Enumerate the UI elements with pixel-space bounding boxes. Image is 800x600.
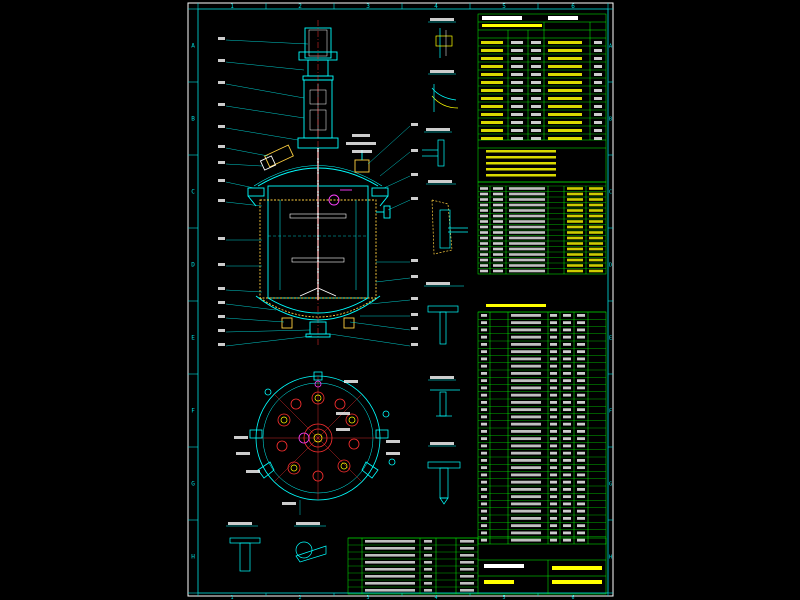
nozzle-table-rows bbox=[478, 185, 606, 273]
column-marker: 5 bbox=[502, 595, 505, 600]
row-marker: C bbox=[609, 190, 612, 196]
column-marker: 4 bbox=[434, 3, 438, 10]
column-marker: 6 bbox=[571, 3, 575, 10]
row-marker: D bbox=[191, 262, 195, 269]
column-marker: 5 bbox=[502, 3, 506, 10]
row-grid-ticks bbox=[188, 8, 613, 594]
row-marker: G bbox=[191, 481, 195, 488]
outer-border bbox=[187, 2, 614, 597]
column-marker: 1 bbox=[230, 3, 234, 10]
column-marker: 3 bbox=[366, 3, 370, 10]
column-marker: 1 bbox=[230, 595, 233, 600]
vessel-plan-view-icon bbox=[249, 371, 396, 515]
column-marker: 3 bbox=[366, 595, 369, 600]
row-marker: F bbox=[191, 408, 195, 415]
column-marker: 4 bbox=[434, 595, 437, 600]
row-marker: G bbox=[609, 482, 612, 488]
row-marker: C bbox=[191, 189, 195, 196]
flange-detail-icon bbox=[229, 28, 468, 572]
parts-list-rows bbox=[478, 304, 606, 542]
row-marker: E bbox=[191, 335, 195, 342]
row-marker: B bbox=[191, 116, 195, 123]
detail-labels bbox=[226, 21, 464, 527]
column-marker: 2 bbox=[298, 595, 301, 600]
leader-lines-left bbox=[225, 39, 313, 347]
leader-lines-right bbox=[329, 125, 411, 347]
row-marker: A bbox=[191, 43, 195, 50]
column-grid-ticks bbox=[197, 3, 609, 596]
row-marker: F bbox=[609, 409, 612, 415]
spec-table-rows bbox=[478, 16, 606, 177]
reactor-section-icon bbox=[247, 20, 391, 345]
row-marker: A bbox=[609, 44, 612, 50]
row-marker: H bbox=[609, 555, 612, 561]
title-block-rows bbox=[348, 537, 602, 592]
row-marker: H bbox=[191, 554, 195, 561]
row-marker: D bbox=[609, 263, 612, 269]
row-marker: B bbox=[609, 117, 612, 123]
column-marker: 6 bbox=[571, 595, 574, 600]
column-marker: 2 bbox=[298, 3, 302, 10]
row-marker: E bbox=[609, 336, 612, 342]
